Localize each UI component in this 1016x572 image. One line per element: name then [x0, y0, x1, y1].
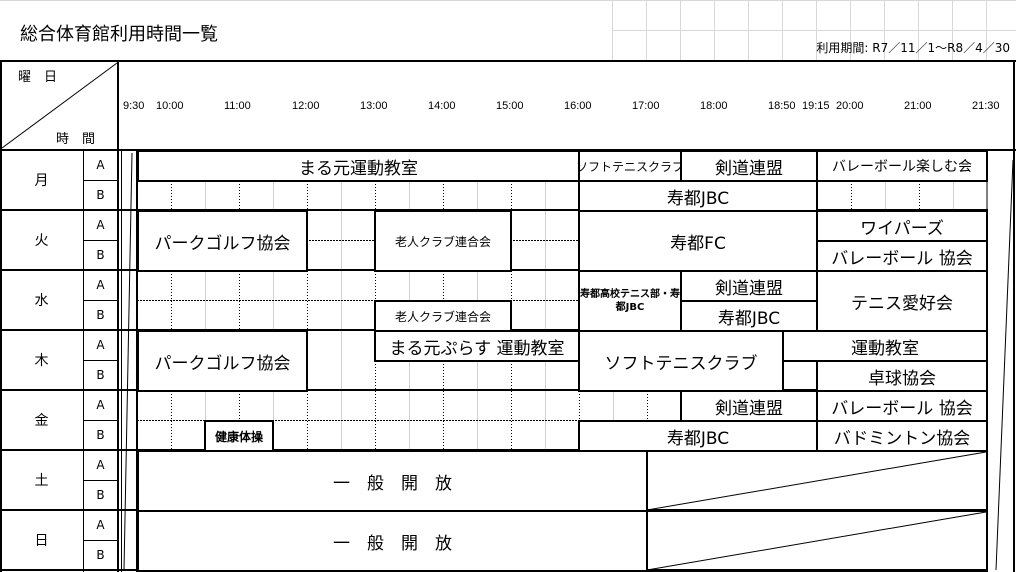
- usage-period: 利用期間: R7／11／1～R8／4／30: [816, 41, 1010, 55]
- page-title: 総合体育館利用時間一覧: [20, 24, 218, 45]
- slot-label: A: [96, 218, 105, 232]
- day-label: 金: [34, 413, 49, 429]
- block-fri-b-badminton: バドミントン協会: [816, 420, 988, 452]
- time-label: 18:00: [700, 100, 728, 112]
- slot-label: B: [96, 428, 105, 442]
- time-label: 16:00: [564, 100, 592, 112]
- time-label: 21:30: [972, 100, 1000, 112]
- block-thu-a-maru-plus: まる元ぷらす 運動教室: [374, 330, 580, 362]
- slot-label: A: [96, 518, 105, 532]
- block-wed-b-rojin: 老人クラブ連合会: [374, 300, 512, 332]
- time-label: 10:00: [156, 100, 184, 112]
- block-thu-a-undo: 運動教室: [782, 330, 988, 362]
- slant-line: [995, 159, 1014, 571]
- block-tue-a-wipers: ワイパーズ: [816, 210, 988, 242]
- block-mon-a-softtennis: ソフトテニスクラブ: [576, 150, 684, 182]
- time-label: 19:15: [802, 100, 830, 112]
- day-label: 日: [34, 533, 49, 549]
- day-label: 木: [34, 353, 49, 369]
- block-thu-b-takkyu: 卓球協会: [816, 360, 988, 392]
- slot-label: B: [96, 548, 105, 562]
- slot-label: A: [96, 278, 105, 292]
- slant-line: [123, 152, 133, 571]
- header-diagonal: [1, 62, 118, 149]
- block-fri-a-kendo: 剣道連盟: [680, 390, 818, 422]
- slot-label: A: [96, 458, 105, 472]
- time-label: 12:00: [292, 100, 320, 112]
- slot-label: B: [96, 308, 105, 322]
- slot-label: B: [96, 248, 105, 262]
- slot-label: B: [96, 488, 105, 502]
- day-label: 月: [34, 173, 49, 189]
- block-mon-a-kendo: 剣道連盟: [680, 150, 818, 182]
- time-label: 15:00: [496, 100, 524, 112]
- time-label: 18:50: [768, 100, 796, 112]
- slot-label: A: [96, 158, 105, 172]
- slot-label: B: [96, 188, 105, 202]
- block-fri-b-jbc: 寿都JBC: [578, 420, 818, 452]
- header-time-label: 時 間: [56, 132, 96, 147]
- block-tue-parkgolf: パークゴルフ協会: [137, 210, 308, 272]
- block-thu-softtennis: ソフトテニスクラブ: [578, 330, 784, 392]
- block-mon-a-maru: まる元運動教室: [137, 150, 580, 182]
- block-sun-open: 一 般 開 放: [137, 510, 648, 572]
- block-mon-b-jbc: 寿都JBC: [578, 180, 818, 212]
- block-tue-fc: 寿都FC: [578, 210, 818, 272]
- slot-label: A: [96, 398, 105, 412]
- day-label: 火: [34, 233, 49, 249]
- slot-label: B: [96, 368, 105, 382]
- block-thu-parkgolf: パークゴルフ協会: [137, 330, 308, 392]
- time-label: 21:00: [904, 100, 932, 112]
- block-sat-open: 一 般 開 放: [137, 450, 648, 512]
- day-label: 土: [34, 473, 49, 489]
- header-day-label: 曜 日: [18, 70, 58, 85]
- time-label: 20:00: [836, 100, 864, 112]
- block-tue-b-volley: バレーボール 協会: [816, 240, 988, 272]
- block-mon-a-volley: バレーボール楽しむ会: [816, 150, 988, 182]
- block-fri-a-volley: バレーボール 協会: [816, 390, 988, 422]
- time-label: 17:00: [632, 100, 660, 112]
- block-wed-b-jbc: 寿都JBC: [680, 300, 818, 332]
- block-wed-tennis-aikokai: テニス愛好会: [816, 270, 988, 332]
- slot-label: A: [96, 338, 105, 352]
- time-label: 14:00: [428, 100, 456, 112]
- block-wed-a-kendo: 剣道連盟: [680, 270, 818, 302]
- time-label: 9:30: [123, 100, 145, 112]
- block-tue-rojin: 老人クラブ連合会: [374, 210, 512, 272]
- time-label: 11:00: [224, 100, 251, 112]
- block-fri-b-kenko: 健康体操: [204, 420, 274, 452]
- time-label: 13:00: [360, 100, 388, 112]
- day-label: 水: [34, 293, 49, 309]
- block-wed-hs-tennis: 寿都高校テニス部・寿都JBC: [578, 270, 682, 332]
